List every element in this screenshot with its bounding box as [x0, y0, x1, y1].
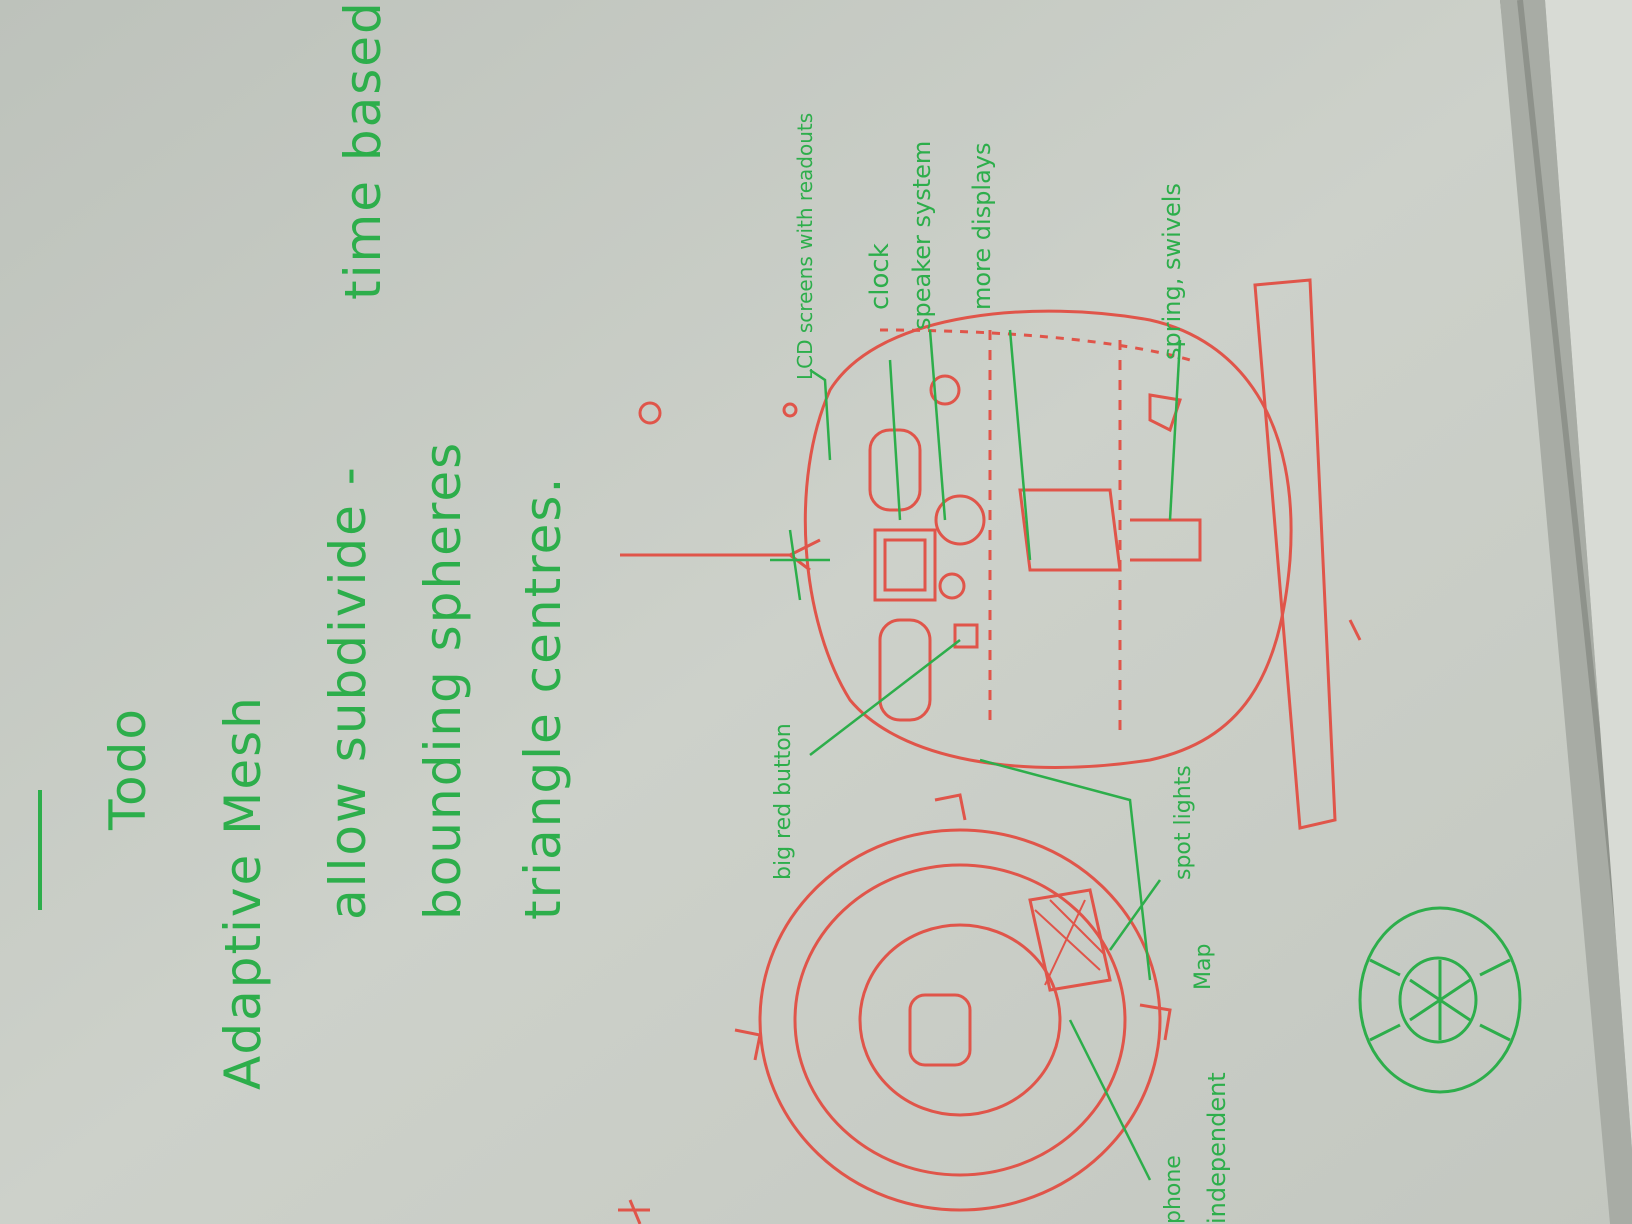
- label-lcd: LCD screens with readouts: [793, 113, 817, 380]
- label-displays: more displays: [968, 142, 996, 310]
- todo-heading: Todo: [99, 707, 157, 831]
- todo-item-1: Adaptive Mesh: [214, 695, 272, 1090]
- label-phone: phone: [1161, 1155, 1186, 1224]
- label-spring: spring, swivels: [1158, 183, 1186, 360]
- sketch-labels: LCD screens with readouts clock speaker …: [771, 113, 1231, 1224]
- todo-item-4: triangle centres.: [514, 476, 572, 920]
- todo-item-2: allow subdivide -: [319, 465, 377, 920]
- topdown-sketch: [734, 793, 1172, 1212]
- callout-lines: [770, 329, 1182, 1181]
- label-button: big red button: [771, 723, 796, 880]
- pod-sketch: [620, 309, 1293, 769]
- pod-stand: [1253, 278, 1337, 830]
- label-map: Map: [1191, 944, 1216, 990]
- label-clock: clock: [865, 243, 895, 310]
- todo-item-3: bounding spheres: [414, 441, 472, 920]
- whiteboard-frame: [1500, 0, 1632, 1224]
- todo-list: Todo Adaptive Mesh allow subdivide - bou…: [38, 0, 572, 1090]
- label-spotlights: spot lights: [1171, 765, 1196, 880]
- label-independent: independent: [1203, 1072, 1231, 1224]
- label-speaker: speaker system: [908, 141, 936, 330]
- emblem-sketch: [1358, 906, 1522, 1094]
- todo-note: time based: [334, 0, 392, 300]
